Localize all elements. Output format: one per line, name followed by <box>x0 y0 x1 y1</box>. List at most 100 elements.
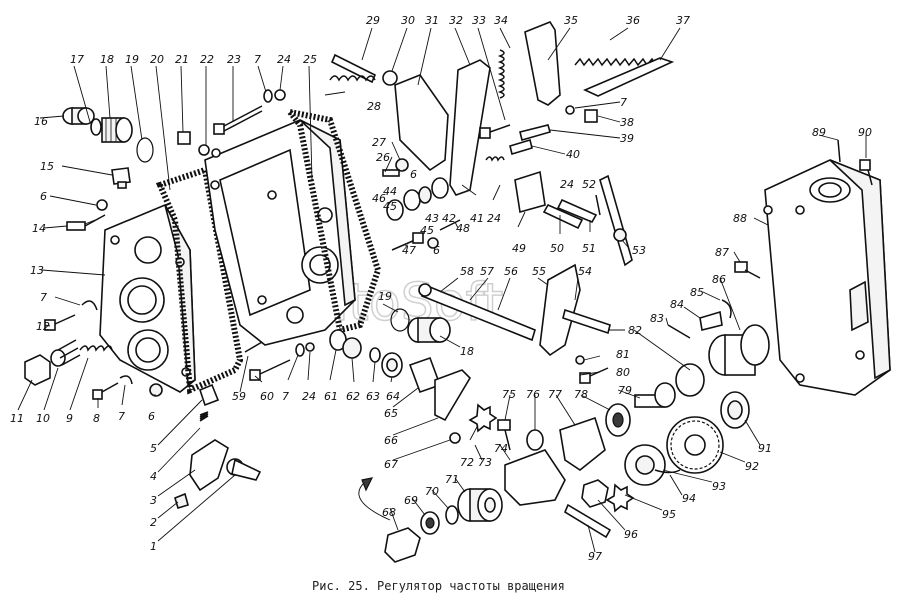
label-91: 91 <box>758 442 772 455</box>
label-86: 86 <box>712 273 726 286</box>
bolt-48-part <box>439 219 461 231</box>
star-washer-95-part <box>605 483 635 513</box>
bushing-cluster-part <box>386 177 449 221</box>
label-50: 50 <box>550 242 564 255</box>
label-45: 45 <box>383 200 397 213</box>
lock-washer-part <box>263 89 273 103</box>
washer-30-part <box>382 70 398 86</box>
label-81: 81 <box>616 348 630 361</box>
bearing-64-part <box>381 352 403 378</box>
bracket-74-part <box>504 449 566 506</box>
pin-40-part <box>509 138 533 156</box>
label-65: 65 <box>384 407 398 420</box>
label-7-left: 7 <box>40 291 47 304</box>
label-69: 69 <box>404 494 418 507</box>
label-5: 5 <box>150 442 157 455</box>
label-18b: 18 <box>460 345 474 358</box>
washer-22b-part <box>211 148 221 158</box>
label-1: 1 <box>150 540 157 553</box>
nut-53-part <box>613 228 627 242</box>
label-18: 18 <box>100 53 114 66</box>
label-28: 28 <box>367 100 381 113</box>
nut-96-part <box>581 479 609 508</box>
washer-22-part <box>198 144 210 156</box>
label-60: 60 <box>260 390 274 403</box>
label-7-mid: 7 <box>282 390 289 403</box>
label-61: 61 <box>324 390 338 403</box>
label-55: 55 <box>532 265 546 278</box>
bolt-27-part <box>382 169 400 177</box>
bolt-80-part <box>579 367 609 384</box>
label-8: 8 <box>93 412 100 425</box>
o-ring-19b-part <box>390 308 410 332</box>
label-11: 11 <box>10 412 24 425</box>
bearing-78-part <box>605 403 631 437</box>
washer-63-part <box>369 347 381 363</box>
washer-81-part <box>575 355 585 365</box>
leader-lines <box>17 27 867 553</box>
assembly-arrow <box>358 481 391 521</box>
label-48: 48 <box>456 222 470 235</box>
gasket-rear-part <box>282 107 382 334</box>
bolt-83-part <box>667 324 691 339</box>
bushing-76-part <box>526 429 544 451</box>
spring-9-part <box>79 345 113 352</box>
label-44: 44 <box>383 185 397 198</box>
bolt-23-part <box>213 105 263 135</box>
bracket-49-part <box>514 170 546 214</box>
label-76: 76 <box>526 388 540 401</box>
sleeve-91-part <box>720 391 750 429</box>
label-40: 40 <box>566 148 580 161</box>
bolt-59-part <box>244 341 263 353</box>
label-24-bot: 24 <box>302 390 316 403</box>
plate-55-part <box>539 263 581 357</box>
lever-32-part <box>449 59 491 196</box>
bolt-52-part <box>595 194 601 216</box>
label-73: 73 <box>478 456 492 469</box>
label-39: 39 <box>620 132 634 145</box>
label-88: 88 <box>733 212 747 225</box>
label-97: 97 <box>588 550 602 563</box>
label-78: 78 <box>574 388 588 401</box>
label-6-bot: 6 <box>148 410 155 423</box>
label-26: 26 <box>376 151 390 164</box>
right-housing-part <box>763 159 891 396</box>
gear-92-part <box>666 416 724 474</box>
star-washer-72-part <box>468 403 498 433</box>
bolt-90-part <box>859 159 873 186</box>
nut-68-part <box>384 527 421 563</box>
label-85: 85 <box>690 286 704 299</box>
label-90: 90 <box>858 126 872 139</box>
spring-28-part <box>329 75 376 82</box>
label-32: 32 <box>449 14 463 27</box>
pin-39-part <box>519 124 551 141</box>
label-57: 57 <box>480 265 494 278</box>
nut-38-part <box>584 109 598 123</box>
label-29: 29 <box>366 14 380 27</box>
coupling-71-part <box>457 488 503 522</box>
label-7-bot: 7 <box>118 410 125 423</box>
plate-84-part <box>699 310 723 331</box>
washer-24c-part <box>305 342 315 352</box>
label-56: 56 <box>504 265 518 278</box>
label-77: 77 <box>548 388 562 401</box>
pin-67-part <box>449 432 461 444</box>
label-31: 31 <box>425 14 439 27</box>
washer-7c-part <box>565 105 575 115</box>
plate-37-part <box>583 57 675 97</box>
shaft-1-part <box>226 458 262 481</box>
label-72: 72 <box>460 456 474 469</box>
label-6-mid: 6 <box>410 168 417 181</box>
main-housing-part <box>204 119 356 346</box>
cap-nut-part <box>62 107 95 125</box>
label-15: 15 <box>40 160 54 173</box>
label-10: 10 <box>36 412 50 425</box>
label-24-r: 24 <box>560 178 574 191</box>
label-27: 27 <box>372 136 386 149</box>
label-4: 4 <box>150 470 157 483</box>
label-23: 23 <box>227 53 241 66</box>
nut-11-part <box>24 354 51 386</box>
assembly-arrow-head <box>361 477 374 492</box>
label-13: 13 <box>30 264 44 277</box>
